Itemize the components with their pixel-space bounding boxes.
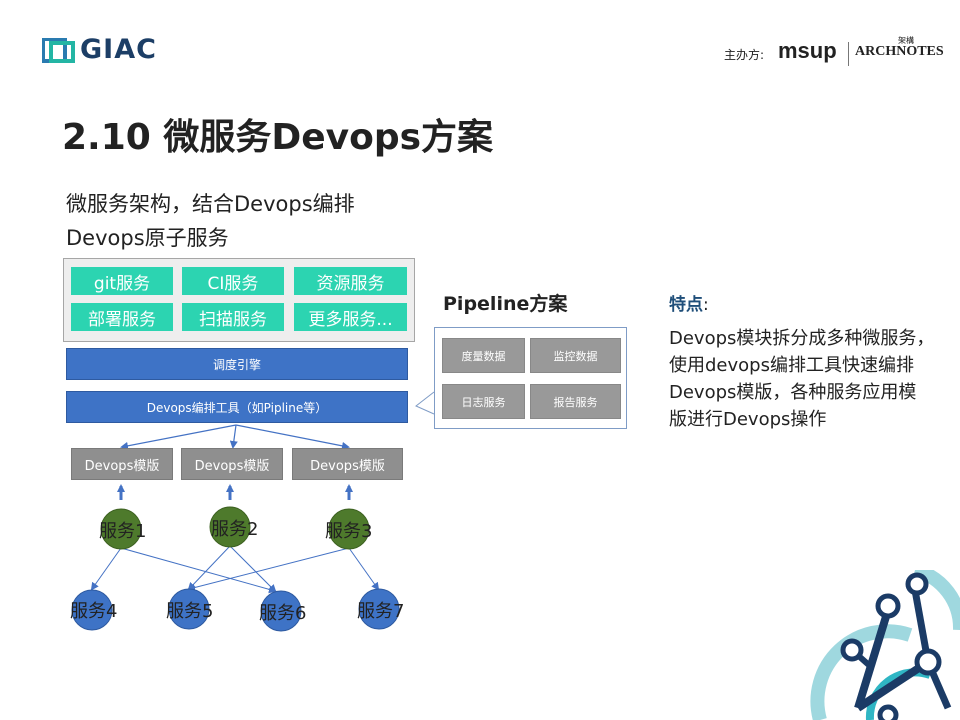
logo-text: GIAC [80, 34, 157, 65]
features-title: 特点: [669, 290, 709, 315]
decorative-network-graphic [810, 570, 960, 720]
service-resource: 资源服务 [294, 267, 407, 295]
service-node-2 [209, 506, 251, 548]
orchestrator-bar: Devops编排工具（如Pipline等） [66, 391, 408, 423]
feature-line-2: 使用devops编排工具快速编排 [669, 355, 914, 376]
feature-line-4: 版进行Devops操作 [669, 409, 827, 430]
connector-orchestrator-template-1 [120, 424, 237, 450]
service-label-6: 服务6 [259, 603, 307, 624]
service-scan: 扫描服务 [182, 303, 284, 331]
feature-line-1: Devops模块拆分成多种微服务， [669, 328, 935, 349]
connector-orchestrator-template-3 [235, 424, 350, 450]
msup-logo: msup [778, 38, 837, 63]
service-label-1: 服务1 [99, 521, 147, 542]
devops-template-2: Devops模版 [181, 448, 283, 480]
service-node-7 [358, 588, 400, 630]
service-node-3 [328, 508, 370, 550]
devops-template-1: Devops模版 [71, 448, 173, 480]
intro-line-1: 微服务架构，结合Devops编排 [66, 192, 355, 216]
pipeline-reporting: 报告服务 [530, 384, 621, 419]
service-label-4: 服务4 [70, 601, 118, 622]
connector-s3-s7 [348, 547, 380, 591]
connector-orchestrator-template-2 [229, 424, 238, 449]
service-node-5 [168, 588, 210, 630]
service-label-5: 服务5 [166, 601, 214, 622]
service-more: 更多服务... [294, 303, 407, 331]
pipeline-title: Pipeline方案 [443, 293, 568, 315]
pipeline-logging: 日志服务 [442, 384, 525, 419]
pipeline-callout-pointer [415, 391, 435, 415]
service-git: git服务 [71, 267, 173, 295]
service-label-2: 服务2 [211, 519, 259, 540]
service-ci: CI服务 [182, 267, 284, 295]
connector-s1-s6 [120, 547, 277, 594]
devops-template-3: Devops模版 [292, 448, 403, 480]
service-label-7: 服务7 [357, 601, 405, 622]
service-node-1 [100, 508, 142, 550]
service-node-4 [71, 589, 113, 631]
feature-line-3: Devops模版，各种服务应用模 [669, 382, 917, 403]
service-deploy: 部署服务 [71, 303, 173, 331]
sponsor-label: 主办方: [724, 48, 765, 62]
pipeline-monitoring: 监控数据 [530, 338, 621, 373]
pipeline-metrics: 度量数据 [442, 338, 525, 373]
connector-s1-s4 [90, 547, 122, 591]
scheduler-bar: 调度引擎 [66, 348, 408, 380]
service-label-3: 服务3 [325, 521, 373, 542]
service-node-6 [260, 590, 302, 632]
archnotes-logo: ARCHNOTES [855, 44, 944, 59]
archnotes-cn-logo: 架構 [898, 36, 914, 45]
features-title-text: 特点 [669, 295, 703, 315]
giac-logo-icon [42, 38, 75, 63]
intro-line-2: Devops原子服务 [66, 226, 229, 250]
features-title-colon: : [703, 295, 709, 315]
connector-s2-s5 [187, 545, 231, 591]
sponsor-divider [848, 42, 849, 66]
connector-s2-s6 [229, 545, 277, 593]
connector-s3-s5 [187, 547, 350, 592]
page-title: 2.10 微服务Devops方案 [62, 117, 494, 158]
